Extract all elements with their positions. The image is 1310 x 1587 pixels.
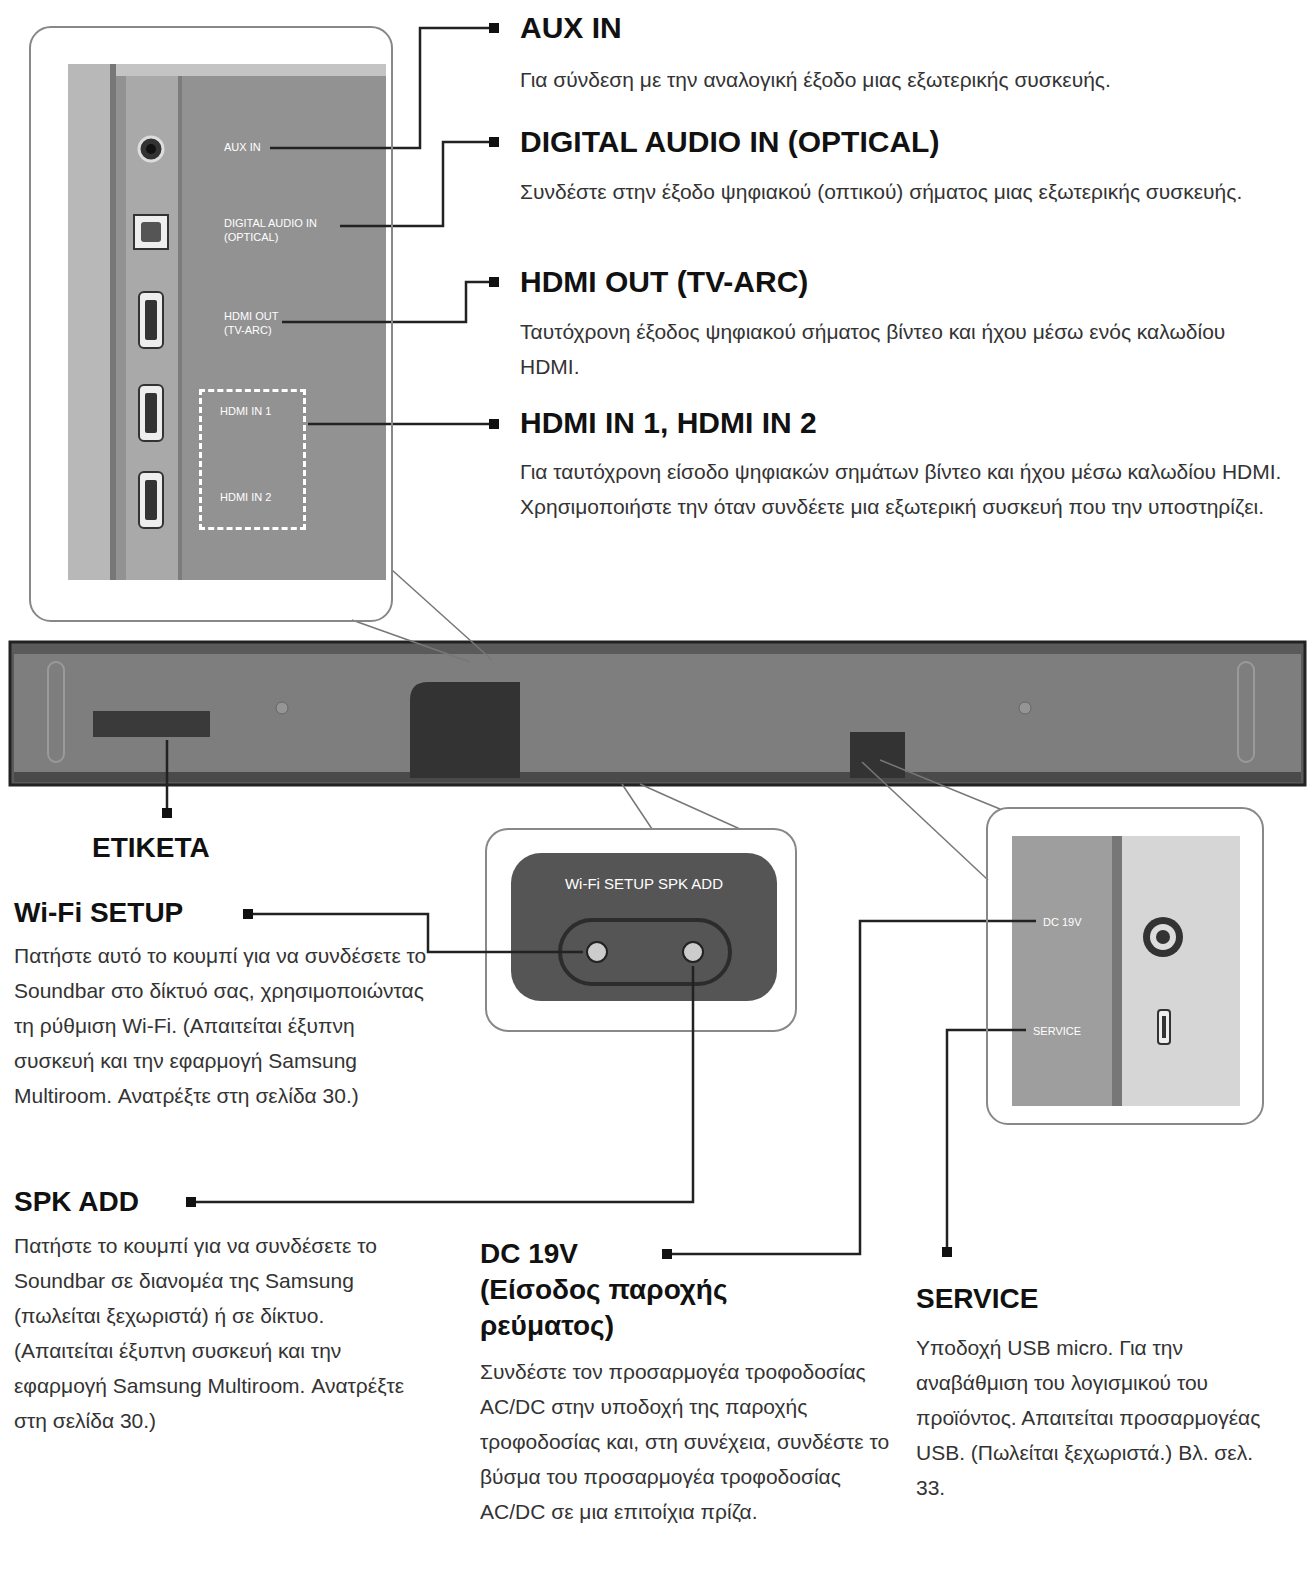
port-panel-illustration — [68, 64, 110, 580]
zoom-line — [622, 784, 652, 829]
power-panel-illustration — [1162, 1016, 1166, 1038]
button-panel-illustration — [587, 942, 607, 962]
port-label: HDMI OUT (TV-ARC) — [224, 309, 299, 337]
soundbar-body — [410, 682, 520, 778]
power-panel-illustration — [1143, 917, 1183, 957]
aux-jack — [139, 137, 163, 161]
button-plate: Wi-Fi SETUP SPK ADD — [511, 853, 781, 1001]
callout-heading: HDMI OUT (TV-ARC) — [520, 264, 808, 300]
soundbar-body — [1238, 662, 1254, 762]
zoom-line — [880, 760, 1000, 809]
callout-marker — [162, 23, 952, 1259]
hdmi-port — [145, 300, 157, 340]
button-panel-illustration — [486, 829, 796, 1031]
button-panel-illustration — [486, 829, 796, 1031]
leader-line — [308, 423, 490, 426]
callout-marker — [186, 1197, 196, 1207]
port-panel-illustration — [178, 76, 182, 580]
soundbar-body — [14, 654, 1301, 772]
hdmi-port — [139, 472, 163, 528]
zoom-line — [640, 784, 740, 829]
port-label: AUX IN — [224, 140, 294, 154]
soundbar-body — [10, 642, 1305, 785]
callout-heading: SPK ADD — [14, 1184, 139, 1220]
zoom-panel: DC 19V SERVICE — [986, 807, 1264, 1125]
callout-marker — [489, 419, 499, 429]
aux-jack — [146, 144, 156, 154]
zoom-panel: AUX IN DIGITAL AUDIO IN (OPTICAL) HDMI OUT… — [29, 26, 393, 622]
hdmi-port — [145, 480, 157, 520]
leader-line — [270, 28, 490, 148]
soundbar-body — [850, 732, 905, 778]
power-panel-illustration — [1012, 836, 1240, 1106]
leader-line — [166, 740, 169, 808]
callout-heading: DC 19V — [480, 1236, 578, 1272]
callout-heading: HDMI IN 1, HDMI IN 2 — [520, 405, 817, 441]
power-panel-illustration — [1112, 836, 1240, 1106]
optical-port — [141, 222, 161, 242]
leader-line — [282, 282, 490, 322]
zoom-line — [352, 620, 470, 662]
port-label: HDMI IN 1 — [220, 404, 300, 418]
power-panel-illustration — [1012, 836, 1240, 1106]
callout-marker — [243, 909, 253, 919]
callout-description: Υποδοχή USB micro. Για την αναβάθμιση το… — [916, 1330, 1286, 1505]
button-panel-illustration — [683, 942, 703, 962]
port-label: DIGITAL AUDIO IN (OPTICAL) — [224, 216, 339, 244]
callout-heading: DIGITAL AUDIO IN (OPTICAL) — [520, 124, 939, 160]
port-panel-illustration — [126, 76, 178, 580]
callout-description: Για σύνδεση με την αναλογική έξοδο μιας … — [520, 62, 1290, 97]
zoom-line — [392, 570, 492, 660]
soundbar-body — [10, 642, 1305, 785]
callout-description: Πατήστε αυτό το κουμπί για να συνδέσετε … — [14, 938, 439, 1113]
soundbar-body — [14, 772, 1301, 782]
optical-port — [134, 215, 168, 249]
callout-description: Συνδέστε τον προσαρμογέα τροφοδοσίας AC/… — [480, 1354, 895, 1529]
zoom-line — [862, 762, 988, 880]
port-label: Wi-Fi SETUP SPK ADD — [511, 875, 777, 893]
callout-marker — [662, 1249, 672, 1259]
port-label: HDMI IN 2 — [220, 490, 300, 504]
callout-heading: AUX IN — [520, 10, 622, 46]
callout-marker — [162, 808, 172, 818]
hdmi-port — [139, 292, 163, 348]
callout-description: Για ταυτόχρονη είσοδο ψηφιακών σημάτων β… — [520, 454, 1290, 524]
hdmi-port — [139, 385, 163, 441]
callout-marker — [489, 137, 499, 147]
port-panel-illustration — [110, 64, 116, 580]
button-panel-illustration — [511, 853, 777, 1001]
callout-marker — [942, 1247, 952, 1257]
callout-heading: ΕΤΙΚΕΤΑ — [92, 830, 210, 866]
callout-marker — [489, 277, 499, 287]
hdmi-port — [139, 292, 163, 528]
soundbar-body — [1019, 702, 1031, 714]
power-panel-illustration — [1150, 924, 1176, 950]
callout-marker — [489, 23, 499, 33]
callout-description: Πατήστε το κουμπί για να συνδέσετε το So… — [14, 1228, 414, 1438]
callout-description: Συνδέστε στην έξοδο ψηφιακού (οπτικού) σ… — [520, 174, 1260, 209]
optical-port — [134, 215, 168, 249]
callout-heading: SERVICE — [916, 1281, 1038, 1317]
callout-description: Ταυτόχρονη έξοδος ψηφιακού σήματος βίντε… — [520, 314, 1260, 384]
leader-line — [672, 921, 1036, 1254]
soundbar-body — [276, 702, 288, 714]
power-panel-illustration — [1112, 836, 1122, 1106]
port-label: DC 19V — [1043, 915, 1123, 929]
button-panel-illustration — [560, 920, 730, 984]
callout-heading: Wi-Fi SETUP — [14, 895, 183, 931]
power-panel-illustration — [1158, 1010, 1170, 1044]
callout-heading: (Είσοδος παροχής ρεύματος) — [480, 1272, 800, 1344]
soundbar-body — [93, 711, 210, 737]
hdmi-port — [145, 393, 157, 433]
power-panel-illustration — [1156, 930, 1170, 944]
leader-line — [340, 142, 490, 226]
soundbar-body — [48, 662, 64, 762]
port-label: SERVICE — [1033, 1024, 1113, 1038]
port-group-box: HDMI IN 1 HDMI IN 2 — [199, 389, 306, 530]
aux-jack — [139, 137, 163, 161]
